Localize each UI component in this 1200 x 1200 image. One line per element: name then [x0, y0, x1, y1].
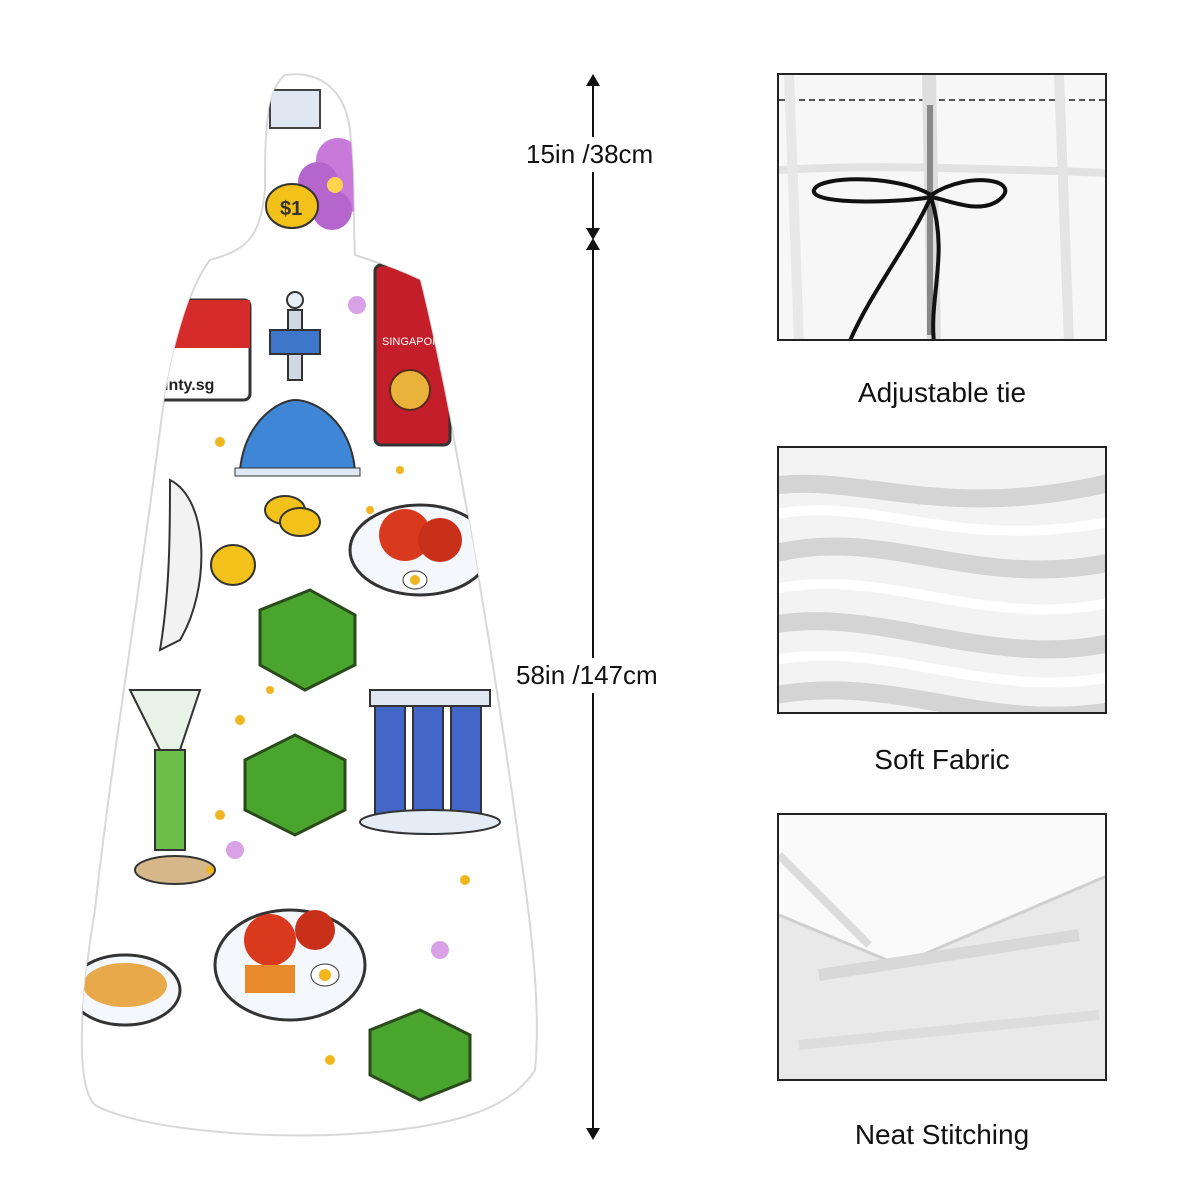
svg-text:printy.sg: printy.sg [148, 377, 214, 394]
arrow-down-icon [586, 1128, 600, 1140]
control-tower-icon [234, 291, 361, 477]
detail-fabric-caption: Soft Fabric [874, 744, 1010, 775]
sparkle-decorations [206, 437, 470, 1065]
detail-fabric-photo [777, 446, 1107, 714]
detail-stitching-photo [777, 813, 1107, 1081]
body-length-label: 58in /147cm [512, 658, 662, 693]
flag-box-icon: printy.sg [118, 298, 252, 402]
rice-dumpling-icon [243, 588, 472, 1102]
chili-crab-plate-icon [348, 503, 492, 597]
cloak-illustration: $1 printy.sg SINGAPORE [80, 73, 538, 1137]
arrow-up-icon [586, 74, 600, 86]
crab-bowl-icon [213, 908, 367, 1022]
passport-icon: SINGAPORE [373, 263, 452, 447]
coin-icon: $1 [265, 183, 319, 229]
svg-text:SINGAPORE: SINGAPORE [382, 336, 447, 348]
soup-bowl-icon [81, 953, 182, 1027]
hood-length-label: 15in /38cm [522, 137, 658, 172]
detail-tie-photo [777, 73, 1107, 341]
detail-stitching-caption: Neat Stitching [854, 1119, 1030, 1150]
tie-cord-icon [812, 177, 1008, 339]
detail-tie-caption: Adjustable tie [857, 377, 1027, 408]
svg-text:$1: $1 [280, 198, 302, 220]
marina-bay-sands-icon [359, 689, 501, 835]
arrow-down-icon [586, 228, 600, 240]
coins-icon [210, 495, 321, 586]
supertree-icon [128, 689, 216, 885]
arrow-up-icon [586, 238, 600, 250]
